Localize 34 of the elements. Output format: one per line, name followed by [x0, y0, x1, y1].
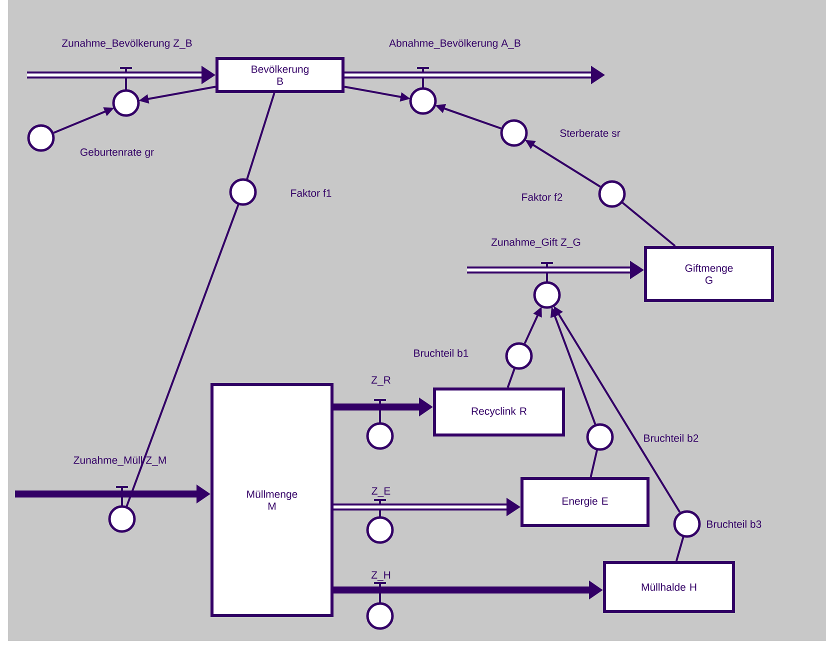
variable-label: Bruchteil b1	[414, 349, 468, 357]
valve-circle	[112, 89, 140, 117]
variable-label: Z_H	[371, 571, 390, 581]
stock-box: Energie E	[520, 477, 650, 527]
stock-box: Recyclink R	[433, 388, 565, 436]
variable-label: Bruchteil b2	[644, 434, 698, 442]
variable-circle	[229, 178, 257, 206]
variable-label: Geburtenrate gr	[80, 148, 154, 158]
variable-circle	[673, 510, 701, 538]
valve-circle	[366, 516, 394, 544]
variable-label: Zunahme_Bevölkerung Z_B	[62, 39, 192, 49]
stock-box: Müllhalde H	[603, 561, 736, 613]
valve-circle	[366, 422, 394, 450]
valve-circle	[533, 281, 561, 309]
variable-label: Z_E	[372, 487, 390, 497]
valve-circle	[108, 505, 136, 533]
variable-circle	[27, 124, 55, 152]
variable-circle	[500, 119, 528, 147]
stock-box: Müllmenge M	[210, 383, 334, 617]
variable-label: Faktor f2	[522, 193, 562, 201]
valve-circle	[366, 602, 394, 630]
variable-label: Faktor f1	[291, 189, 332, 197]
stock-box: Giftmenge G	[644, 246, 774, 302]
variable-label: Sterberate sr	[560, 129, 620, 137]
variable-circle	[598, 180, 626, 208]
valve-circle	[409, 87, 437, 115]
variable-label: Zunahme_Müll Z_M	[74, 456, 166, 466]
variable-label: Abnahme_Bevölkerung A_B	[389, 39, 520, 49]
variable-circle	[505, 342, 533, 370]
variable-circle	[586, 423, 614, 451]
variable-label: Zunahme_Gift Z_G	[491, 238, 580, 248]
variable-label: Z_R	[371, 376, 390, 386]
variable-label: Bruchteil b3	[707, 520, 762, 528]
stock-box: Bevölkerung B	[216, 57, 344, 93]
